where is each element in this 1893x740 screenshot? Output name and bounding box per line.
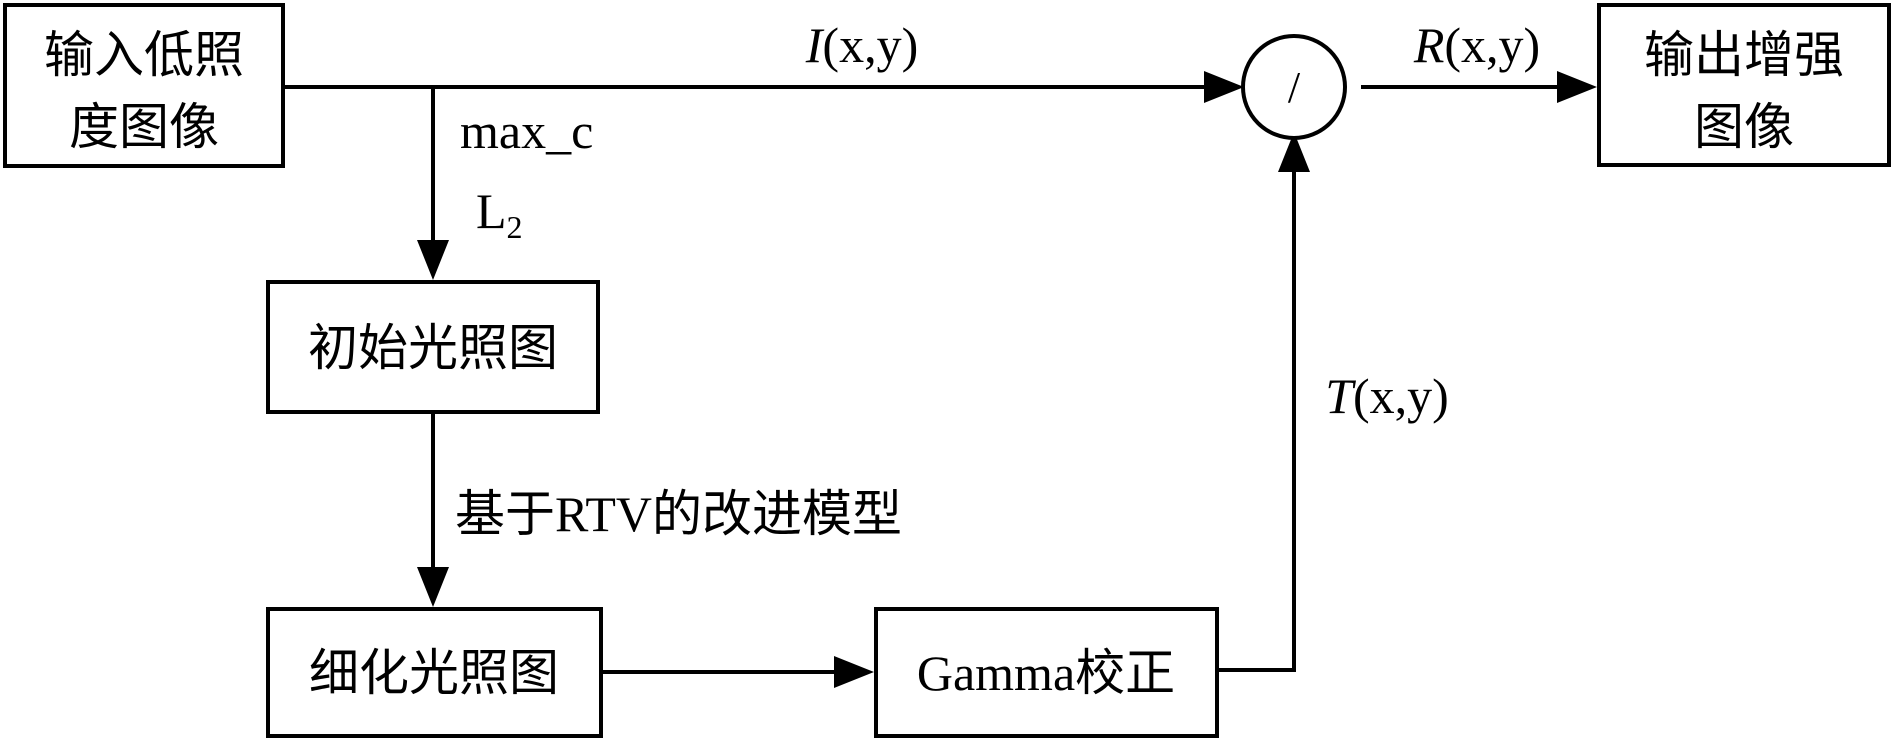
initial-illumination-label: 初始光照图: [308, 320, 558, 376]
gamma-correction-box: Gamma校正: [874, 607, 1219, 738]
label-l2: L2: [476, 183, 523, 245]
arrowhead-into-refined: [417, 567, 449, 607]
output-box-line-1: 输出增强: [1644, 27, 1844, 83]
gamma-correction-label: Gamma校正: [917, 645, 1175, 701]
arrowhead-into-initial: [417, 240, 449, 280]
arrowhead-into-divide: [1204, 71, 1244, 103]
label-r-xy: R(x,y): [1413, 17, 1540, 73]
connector-gamma-to-divide: [1217, 164, 1296, 672]
arrowhead-into-gamma: [834, 656, 874, 688]
label-t-xy: T(x,y): [1325, 368, 1449, 424]
input-box-line-2: 度图像: [69, 99, 219, 155]
output-box-line-2: 图像: [1694, 99, 1794, 155]
input-image-box: 输入低照 度图像: [3, 3, 285, 168]
label-max-c: max_c: [460, 103, 593, 159]
arrowhead-up-into-divide: [1278, 132, 1310, 172]
label-i-xy: I(x,y): [805, 17, 918, 73]
refined-illumination-box: 细化光照图: [266, 607, 603, 738]
arrowhead-into-output: [1557, 71, 1597, 103]
initial-illumination-box: 初始光照图: [266, 280, 600, 414]
input-box-line-1: 输入低照: [44, 27, 244, 83]
divide-node: /: [1241, 34, 1347, 140]
refined-illumination-label: 细化光照图: [309, 645, 559, 701]
output-image-box: 输出增强 图像: [1597, 3, 1891, 167]
divide-symbol: /: [1288, 63, 1301, 112]
label-rtv-model: 基于RTV的改进模型: [455, 486, 902, 542]
